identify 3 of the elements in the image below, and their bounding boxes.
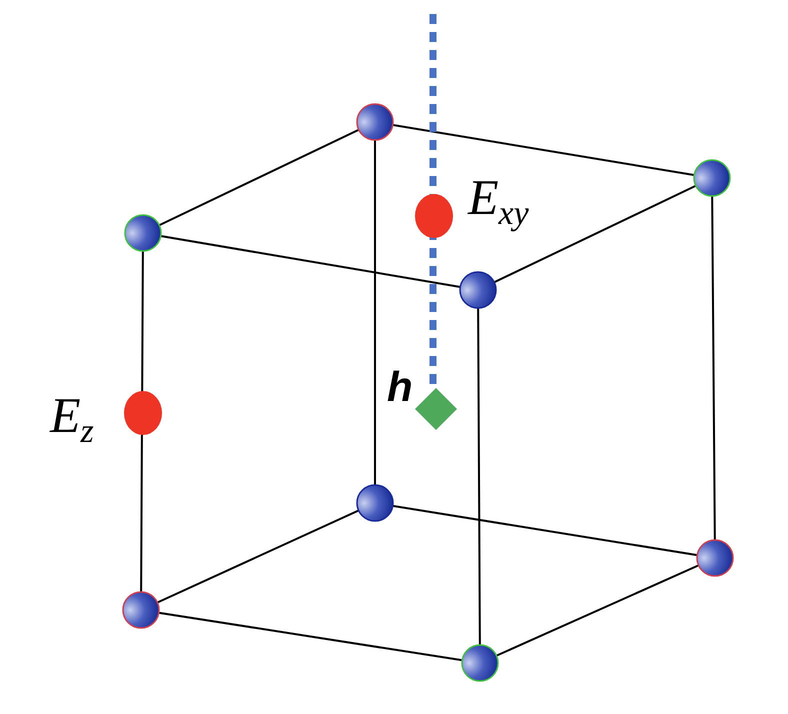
field-label: E$_{xy}$ <box>468 172 529 232</box>
field-label: E$_{z}$ <box>50 390 94 450</box>
height-label: h <box>387 366 413 408</box>
